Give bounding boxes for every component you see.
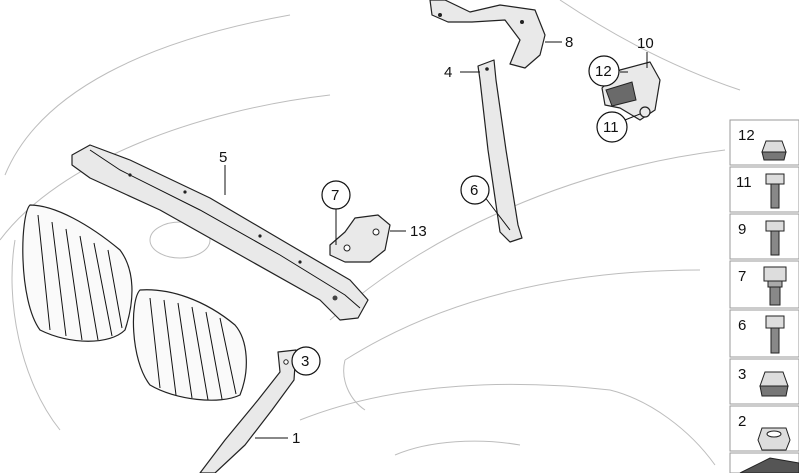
flange-nut-icon xyxy=(761,140,787,161)
callout-12: 12 xyxy=(595,63,612,80)
kidney-grille-left xyxy=(22,204,133,342)
hex-nut-icon xyxy=(757,427,791,451)
legend-label-7: 7 xyxy=(738,268,746,285)
legend-label-6: 6 xyxy=(738,317,746,334)
callout-11: 11 xyxy=(603,119,619,136)
strut-part-4 xyxy=(477,59,523,243)
bolt-icon xyxy=(765,173,785,209)
bolt-icon xyxy=(765,220,785,256)
bracket-part-13 xyxy=(329,214,391,263)
callout-5: 5 xyxy=(219,149,227,166)
hardware-legend: 12 11 9 7 6 xyxy=(729,119,799,473)
flange-nut-icon xyxy=(759,371,789,397)
corner-marker-icon xyxy=(739,457,799,473)
callout-8: 8 xyxy=(565,34,573,51)
legend-label-11: 11 xyxy=(736,174,752,191)
kidney-grille-right xyxy=(132,289,247,401)
hinge-bracket-part-8 xyxy=(429,0,546,69)
cross-member-part-5 xyxy=(71,144,369,321)
legend-label-2: 2 xyxy=(738,413,746,430)
callout-1: 1 xyxy=(292,430,300,447)
callout-10: 10 xyxy=(637,35,654,52)
collar-bolt-icon xyxy=(763,266,787,306)
callout-4: 4 xyxy=(444,64,452,81)
legend-label-3: 3 xyxy=(738,366,746,383)
legend-label-9: 9 xyxy=(738,221,746,238)
callouts: 5 7 13 3 1 4 6 8 10 12 11 xyxy=(219,34,654,447)
bolt-icon xyxy=(765,315,785,354)
callout-7: 7 xyxy=(331,187,339,204)
callout-6: 6 xyxy=(470,182,478,199)
legend-label-12: 12 xyxy=(738,127,755,144)
callout-3: 3 xyxy=(301,353,309,370)
callout-13: 13 xyxy=(410,223,427,240)
